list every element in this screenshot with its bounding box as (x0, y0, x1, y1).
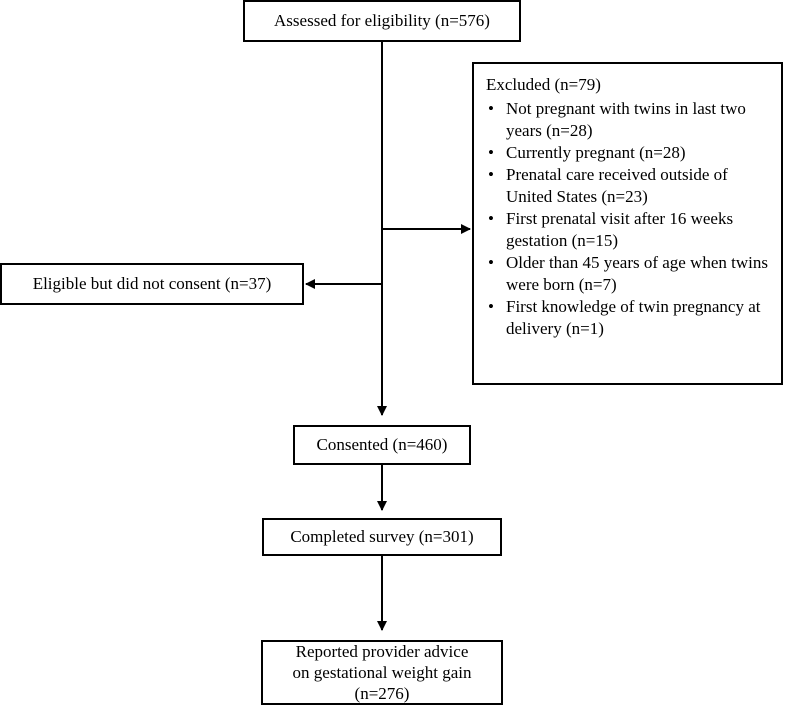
advice-label-line3: (n=276) (354, 684, 410, 703)
excluded-reason: First knowledge of twin pregnancy at del… (486, 296, 771, 340)
advice-label-line2: on gestational weight gain (292, 663, 472, 682)
assessed-box: Assessed for eligibility (n=576) (243, 0, 521, 42)
excluded-title: Excluded (n=79) (486, 75, 601, 94)
excluded-reason: First prenatal visit after 16 weeks gest… (486, 208, 771, 252)
advice-box: Reported provider advice on gestational … (261, 640, 503, 705)
consented-box: Consented (n=460) (293, 425, 471, 465)
completed-label: Completed survey (n=301) (290, 527, 474, 546)
no-consent-label: Eligible but did not consent (n=37) (32, 274, 272, 293)
completed-box: Completed survey (n=301) (262, 518, 502, 556)
excluded-reason: Older than 45 years of age when twins we… (486, 252, 771, 296)
excluded-reason: Prenatal care received outside of United… (486, 164, 771, 208)
assessed-label: Assessed for eligibility (n=576) (274, 11, 490, 30)
consented-label: Consented (n=460) (316, 435, 448, 454)
excluded-box: Excluded (n=79) Not pregnant with twins … (472, 62, 783, 385)
excluded-reason: Currently pregnant (n=28) (486, 142, 771, 164)
advice-label-line1: Reported provider advice (295, 642, 469, 661)
excluded-reasons-list: Not pregnant with twins in last two year… (486, 98, 771, 340)
no-consent-box: Eligible but did not consent (n=37) (0, 263, 304, 305)
excluded-reason: Not pregnant with twins in last two year… (486, 98, 771, 142)
